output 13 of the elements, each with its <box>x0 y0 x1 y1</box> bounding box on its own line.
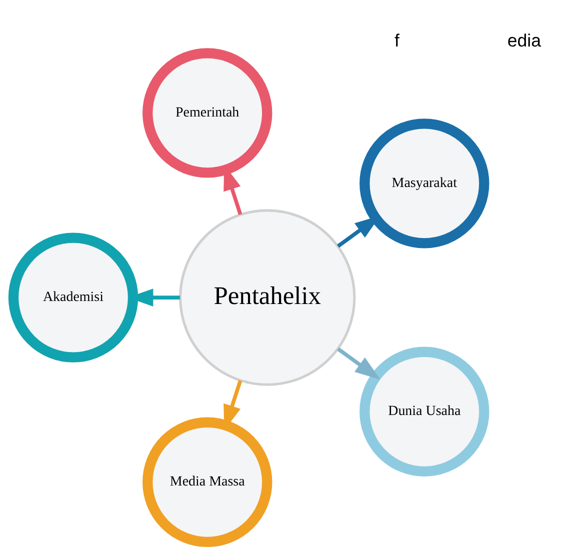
arrow <box>128 288 180 306</box>
node-circle: Media Massa <box>142 416 272 546</box>
label: edia <box>507 30 542 50</box>
node-circle: Dunia Usaha <box>360 346 490 476</box>
arrow <box>224 164 242 214</box>
node-circle: Pemerintah <box>142 48 272 178</box>
label: f <box>394 30 400 50</box>
node-circle: Masyarakat <box>360 118 490 248</box>
arrow <box>336 214 380 248</box>
node-circle: Akademisi <box>8 232 138 362</box>
arrow <box>336 346 380 380</box>
node-circle: Pentahelix <box>178 208 356 386</box>
arrow <box>224 380 242 430</box>
